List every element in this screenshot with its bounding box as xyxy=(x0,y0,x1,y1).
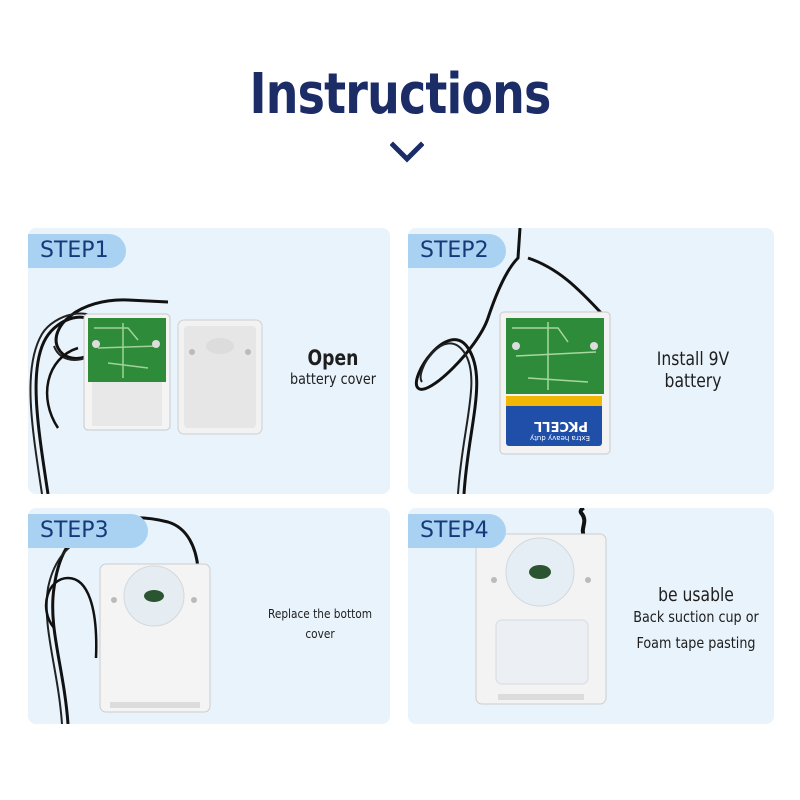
step3-photo xyxy=(44,516,211,724)
step-card-4: STEP4 be usable Back suction cup or Foam… xyxy=(408,508,774,724)
step2-caption: Install 9V battery xyxy=(614,348,772,392)
step4-photo xyxy=(475,508,607,705)
step-card-1: STEP1 Open battery cover xyxy=(28,228,390,494)
step1-caption-sub: battery cover xyxy=(289,370,377,388)
step1-badge: STEP1 xyxy=(28,234,126,268)
step4-caption-main: be usable xyxy=(658,584,734,606)
step-card-2: PKCELL Extra heavy duty STEP2 Install 9V… xyxy=(408,228,774,494)
step3-caption: Replace the bottom cover xyxy=(260,604,380,644)
step1-photo xyxy=(29,298,263,494)
step1-caption-main: Open xyxy=(307,346,359,370)
step1-caption: Open battery cover xyxy=(278,346,388,388)
step2-caption-main: Install 9V battery xyxy=(656,348,730,392)
step-card-3: STEP3 Replace the bottom cover xyxy=(28,508,390,724)
step2-photo: PKCELL Extra heavy duty xyxy=(415,228,611,494)
step3-caption-line1: Replace the bottom xyxy=(267,607,373,621)
battery-brand: PKCELL xyxy=(534,418,588,433)
step4-caption: be usable Back suction cup or Foam tape … xyxy=(616,584,774,652)
step4-caption-line2: Foam tape pasting xyxy=(636,634,756,652)
step2-badge: STEP2 xyxy=(408,234,506,268)
step3-caption-line2: cover xyxy=(305,627,335,641)
page-title: Instructions xyxy=(249,62,551,127)
chevron-down-icon xyxy=(390,141,424,163)
step4-caption-line1: Back suction cup or xyxy=(633,608,759,626)
battery-tagline: Extra heavy duty xyxy=(530,434,590,442)
step3-badge: STEP3 xyxy=(28,514,148,548)
step4-badge: STEP4 xyxy=(408,514,506,548)
